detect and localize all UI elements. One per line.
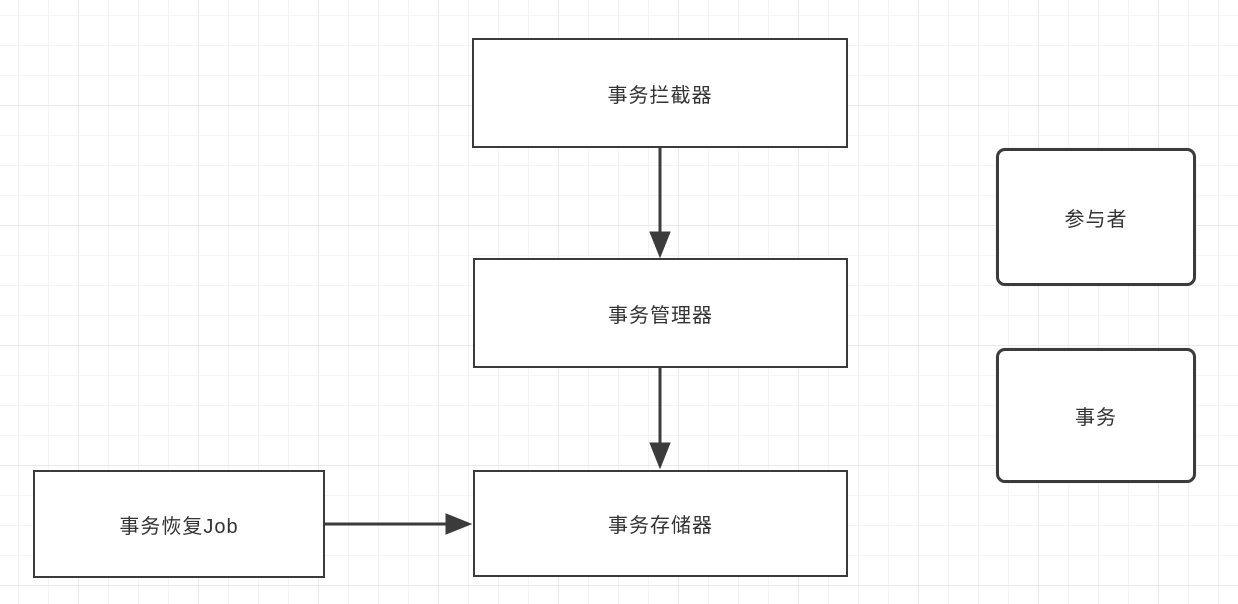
node-transaction-storage[interactable]: 事务存储器: [473, 470, 848, 577]
node-label: 事务恢复Job: [119, 515, 239, 538]
node-label: 参与者: [1064, 208, 1128, 231]
arrowhead-down-icon: [649, 231, 671, 259]
node-transaction-recovery-job[interactable]: 事务恢复Job: [33, 470, 325, 578]
arrowhead-right-icon: [445, 513, 473, 535]
arrowhead-down-icon: [649, 442, 671, 470]
connector-manager-to-storage[interactable]: [649, 368, 671, 470]
connector-interceptor-to-manager[interactable]: [649, 148, 671, 259]
node-transaction[interactable]: 事务: [996, 348, 1196, 483]
node-label: 事务管理器: [608, 304, 713, 327]
node-label: 事务拦截器: [607, 84, 713, 107]
node-transaction-interceptor[interactable]: 事务拦截器: [472, 38, 848, 148]
node-label: 事务存储器: [608, 515, 713, 537]
node-label: 事务: [1075, 407, 1117, 429]
node-transaction-manager[interactable]: 事务管理器: [473, 258, 848, 368]
connector-recovery-to-storage[interactable]: [325, 513, 473, 535]
node-participant[interactable]: 参与者: [996, 148, 1196, 286]
